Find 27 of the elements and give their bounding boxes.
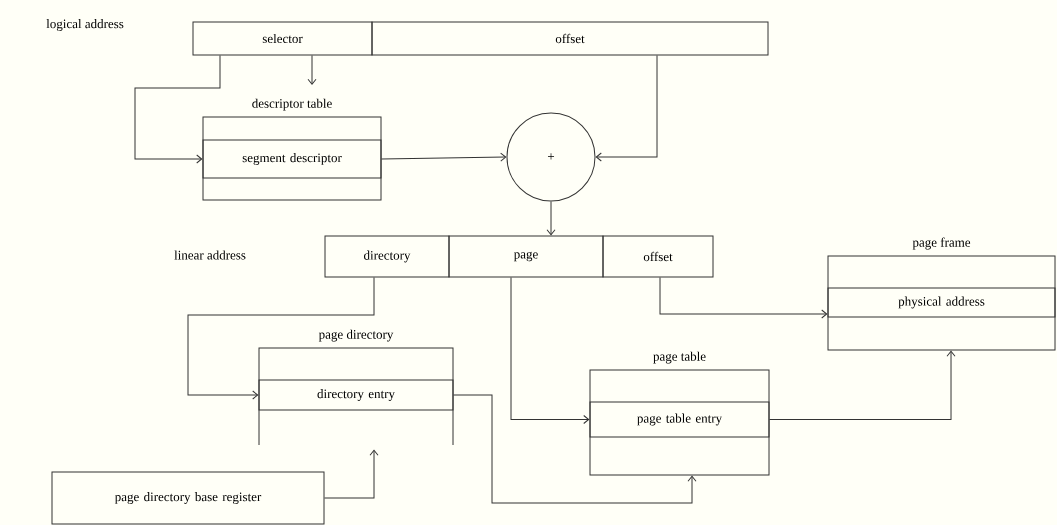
arrow	[546, 201, 556, 236]
address-field: directory	[324, 235, 450, 278]
address-label: logical address	[46, 19, 124, 31]
arrow	[769, 350, 956, 420]
arrow	[595, 55, 658, 162]
arrow	[381, 152, 507, 162]
arrow	[659, 277, 828, 319]
register-box: page directory base register	[51, 471, 325, 525]
arrow	[307, 55, 317, 85]
arrow	[324, 449, 379, 499]
table-entry: physical address	[827, 287, 1056, 318]
address-field: offset	[602, 235, 714, 278]
address-field: offset	[371, 21, 769, 56]
address-label: linear address	[174, 250, 246, 260]
arrow	[187, 277, 375, 400]
arrow	[453, 394, 697, 504]
address-field: selector	[192, 21, 373, 56]
table-heading: page frame	[912, 237, 971, 250]
arrow	[510, 277, 590, 424]
table-heading: page table	[653, 351, 706, 364]
address-field: page	[448, 235, 604, 278]
table-heading: descriptor table	[252, 98, 332, 111]
table-entry: directory entry	[258, 379, 454, 411]
arrow	[134, 55, 221, 164]
table-entry: segment descriptor	[202, 139, 382, 179]
table-heading: page directory	[318, 329, 394, 342]
table-entry: page table entry	[589, 401, 770, 438]
